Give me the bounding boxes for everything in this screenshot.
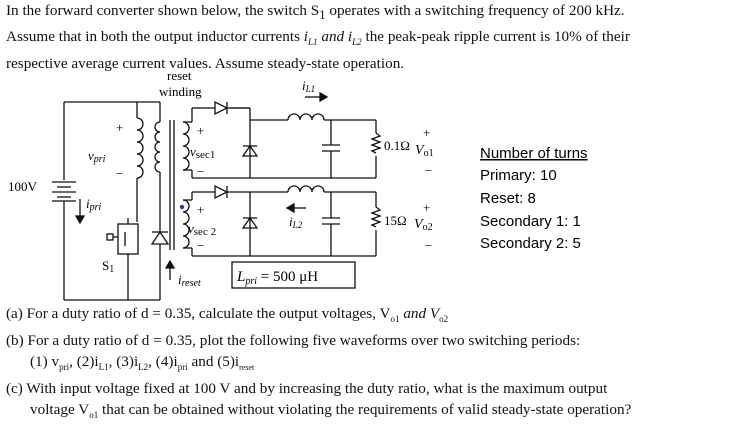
r2-label: 15Ω [384, 213, 407, 228]
r1-label: 0.1Ω [384, 138, 410, 153]
vsec2-plus: + [197, 202, 204, 217]
ipri-label: ipri [86, 196, 102, 213]
intro-line-2: Assume that in both the output inductor … [6, 28, 630, 48]
reset-label-2: winding [159, 84, 202, 99]
turns-secondary-1: Secondary 1: 1 [480, 213, 581, 230]
iL2-label: iL2 [289, 214, 303, 230]
vpri-plus: + [116, 120, 123, 135]
question-c-1: (c) With input voltage fixed at 100 V an… [6, 380, 608, 398]
polarity-dot [179, 204, 185, 210]
vo1-plus: + [423, 125, 430, 140]
vo2-label: Vo2 [414, 217, 433, 233]
reset-label-1: reset [167, 68, 192, 83]
vo2-minus: − [425, 238, 432, 253]
questions: (a) For a duty ratio of d = 0.35, calcul… [6, 303, 728, 426]
question-a: (a) For a duty ratio of d = 0.35, calcul… [6, 305, 449, 325]
question-b-list: (1) vpri, (2)iL1, (3)iL2, (4)ipri and (5… [30, 353, 255, 373]
switch-label: S1 [102, 258, 114, 275]
intro-line-3: respective average current values. Assum… [6, 55, 405, 73]
vpri-minus: − [116, 166, 123, 181]
vo1-label: Vo1 [415, 143, 434, 159]
vsec1-minus: − [197, 164, 204, 179]
vsec2-minus: − [197, 238, 204, 253]
vo1-minus: − [425, 163, 432, 178]
vo2-plus: + [423, 200, 430, 215]
vsec1-plus: + [197, 123, 204, 138]
vsec1-label: vsec1 [190, 144, 215, 161]
turns-primary: Primary: 10 [480, 167, 557, 184]
iL1-label: iL1 [302, 78, 315, 94]
source-voltage-label: 100V [8, 179, 38, 194]
lpri-label: Lpri = 500 μH [236, 269, 318, 287]
ireset-label: ireset [178, 272, 201, 289]
intro-line-1: In the forward converter shown below, th… [6, 2, 625, 23]
vpri-label: vpri [88, 148, 106, 165]
question-b: (b) For a duty ratio of d = 0.35, plot t… [6, 332, 581, 350]
problem-intro: In the forward converter shown below, th… [6, 0, 728, 74]
turns-secondary-2: Secondary 2: 5 [480, 235, 581, 252]
turns-reset: Reset: 8 [480, 190, 536, 207]
vsec2-label: vsec 2 [188, 221, 216, 238]
turns-title: Number of turns [480, 145, 588, 162]
question-c-2: voltage Vo1 that can be obtained without… [30, 401, 632, 421]
